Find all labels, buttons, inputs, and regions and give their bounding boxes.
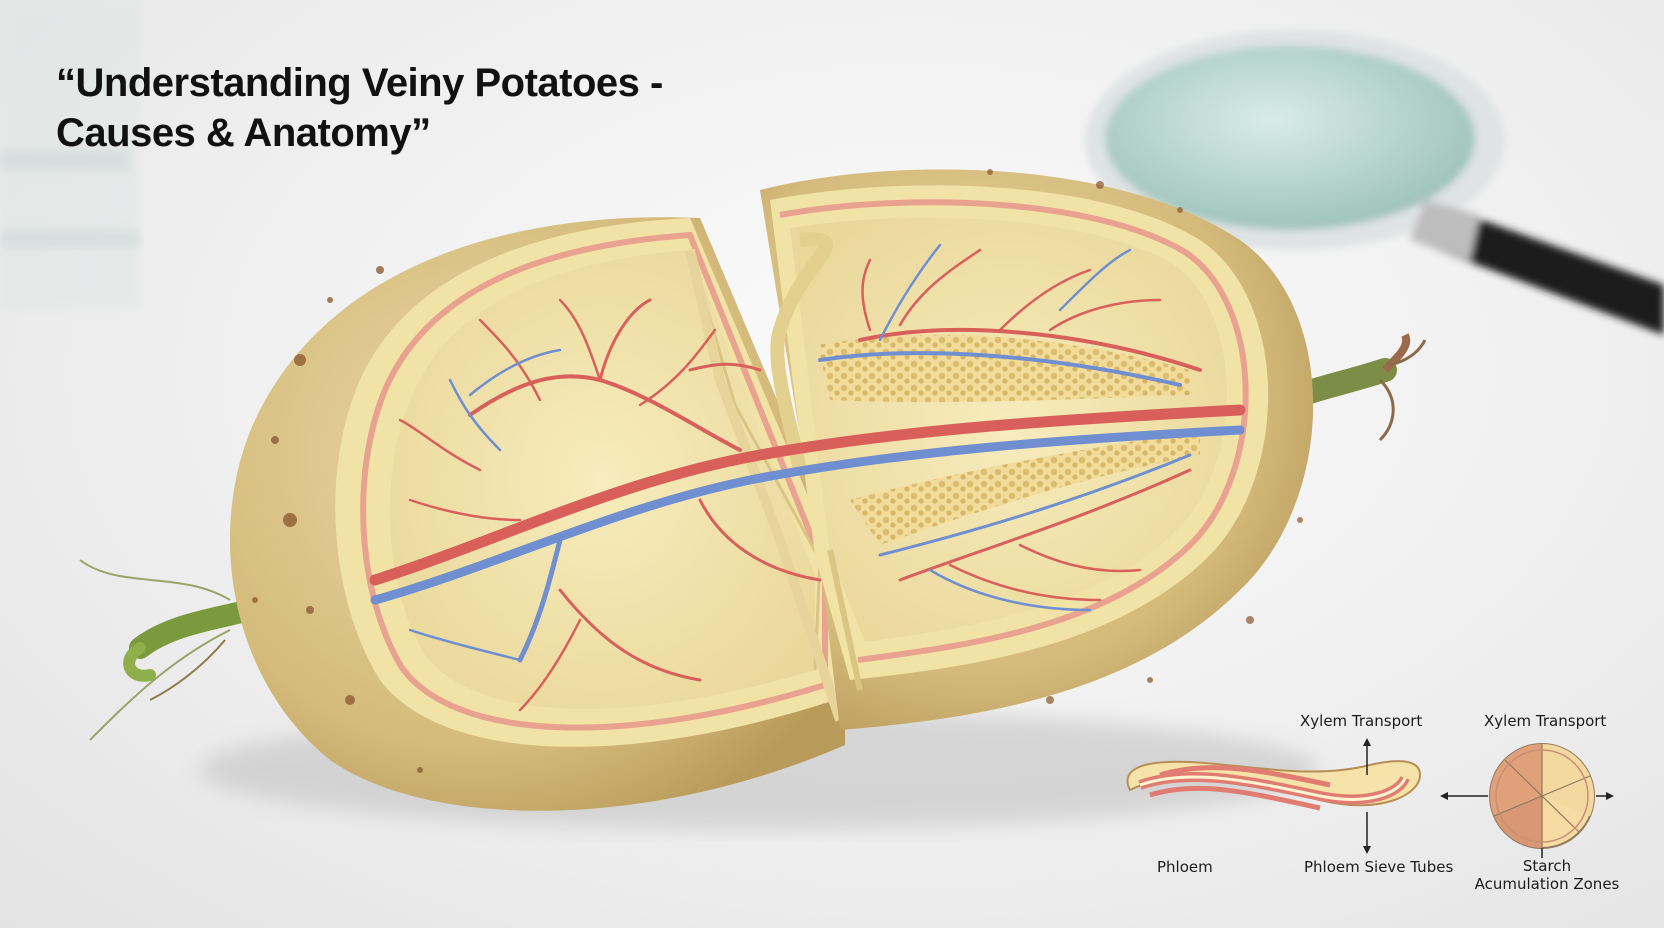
page-title: “Understanding Veiny Potatoes - Causes &… <box>56 58 663 158</box>
left-potato-half <box>230 217 845 811</box>
label-starch-line-1: Starch <box>1522 857 1572 875</box>
vascular-bundle-cross-section <box>1126 760 1422 811</box>
label-phloem-sieve-tubes: Phloem Sieve Tubes <box>1304 858 1454 876</box>
label-xylem-transport-right: Xylem Transport <box>1484 712 1607 730</box>
phloem-veins <box>370 243 1245 663</box>
label-starch-zones: Starch Acumulation Zones <box>1472 857 1622 893</box>
label-starch-line-2: Acumulation Zones <box>1474 875 1620 893</box>
right-sprout <box>1288 333 1427 442</box>
xylem-veins <box>369 248 1246 712</box>
glassware-background <box>0 0 140 310</box>
starch-zone-circle <box>1489 743 1595 849</box>
right-potato-half <box>760 169 1314 731</box>
label-phloem: Phloem <box>1157 858 1213 876</box>
title-line-2: Causes & Anatomy” <box>56 111 431 155</box>
label-xylem-transport-left: Xylem Transport <box>1300 712 1423 730</box>
magnifying-glass <box>1085 30 1664 335</box>
title-line-1: “Understanding Veiny Potatoes - <box>56 61 663 105</box>
vascular-inset-diagram <box>1126 738 1614 858</box>
left-sprout <box>79 559 261 741</box>
